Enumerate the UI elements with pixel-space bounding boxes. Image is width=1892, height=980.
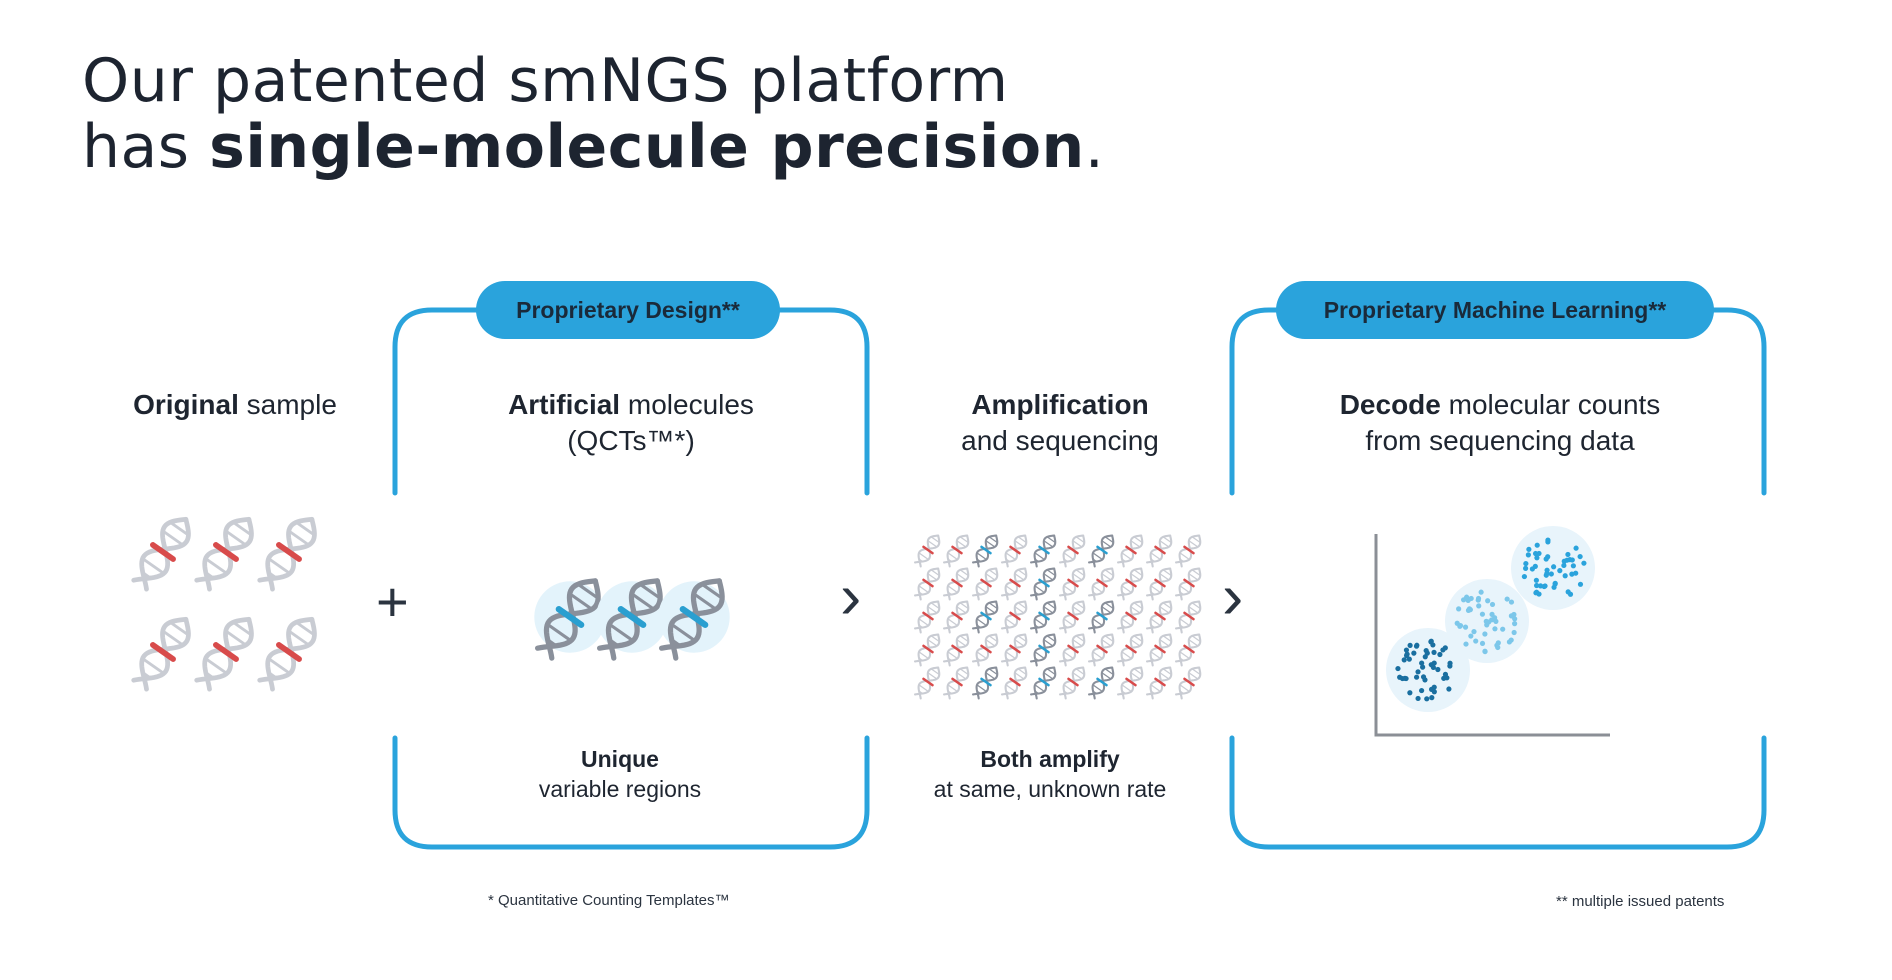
dna-icon bbox=[972, 666, 999, 700]
dna-icon bbox=[1088, 534, 1115, 568]
dna-icon bbox=[1117, 600, 1144, 634]
dna-icon bbox=[1088, 666, 1115, 700]
dna-icon bbox=[194, 516, 254, 592]
dna-icon bbox=[1146, 633, 1173, 667]
dna-icon bbox=[658, 578, 730, 661]
dna-icon bbox=[914, 600, 941, 634]
dna-icon bbox=[1030, 600, 1057, 634]
dna-icon bbox=[943, 534, 970, 568]
dna-icon bbox=[1146, 600, 1173, 634]
dna-icon bbox=[1059, 600, 1086, 634]
dna-icon bbox=[596, 578, 668, 661]
badge-proprietary-ml: Proprietary Machine Learning** bbox=[1276, 281, 1714, 339]
dna-icon bbox=[1030, 633, 1057, 667]
plus-icon: + bbox=[376, 570, 409, 633]
dna-icon bbox=[1001, 600, 1028, 634]
dna-icon bbox=[1117, 666, 1144, 700]
dna-icon bbox=[194, 616, 254, 692]
step-decode-label: Decode molecular counts from sequencing … bbox=[1339, 389, 1661, 456]
step-original-label: Original sample bbox=[133, 389, 337, 420]
dna-icon bbox=[943, 600, 970, 634]
dna-icon bbox=[1001, 633, 1028, 667]
title-line-1: Our patented smNGS platform bbox=[82, 46, 1009, 116]
dna-icon bbox=[1030, 567, 1057, 601]
dna-icon bbox=[1146, 534, 1173, 568]
ml-frame-top bbox=[1229, 307, 1283, 496]
dna-icon bbox=[1175, 666, 1202, 700]
dna-icon bbox=[943, 567, 970, 601]
dna-icon bbox=[1001, 567, 1028, 601]
dna-icon bbox=[1059, 633, 1086, 667]
scatter-plot-icon bbox=[1374, 526, 1610, 737]
badge-proprietary-design: Proprietary Design** bbox=[476, 281, 780, 339]
footnote-patents: ** multiple issued patents bbox=[1556, 893, 1725, 910]
design-frame-top bbox=[392, 307, 481, 496]
dna-icon bbox=[1175, 600, 1202, 634]
caption-amplify: Both amplify at same, unknown rate bbox=[933, 746, 1167, 802]
dna-icon bbox=[1117, 534, 1144, 568]
dna-icon bbox=[1088, 567, 1115, 601]
dna-icon bbox=[1059, 534, 1086, 568]
dna-icon bbox=[1059, 567, 1086, 601]
page-title: Our patented smNGS platform has single-m… bbox=[82, 48, 1104, 180]
dna-icon bbox=[972, 633, 999, 667]
title-emphasis: single-molecule precision bbox=[209, 112, 1085, 182]
dna-icon bbox=[943, 666, 970, 700]
dna-icon bbox=[972, 567, 999, 601]
dna-icon bbox=[914, 633, 941, 667]
dna-icon bbox=[972, 534, 999, 568]
dna-icon bbox=[131, 516, 191, 592]
dna-icon bbox=[914, 567, 941, 601]
dna-icon bbox=[914, 534, 941, 568]
dna-icon bbox=[1175, 534, 1202, 568]
dna-icon bbox=[131, 616, 191, 692]
dna-icon bbox=[534, 578, 606, 661]
dna-icon bbox=[1117, 633, 1144, 667]
design-frame-bottom bbox=[392, 735, 870, 850]
chevron-right-icon: › bbox=[840, 560, 862, 632]
dna-icon bbox=[1001, 534, 1028, 568]
dna-icon bbox=[1146, 567, 1173, 601]
dna-icon bbox=[257, 516, 317, 592]
dna-icon bbox=[1175, 567, 1202, 601]
dna-icon bbox=[1117, 567, 1144, 601]
dna-icon bbox=[257, 616, 317, 692]
dna-icon bbox=[1146, 666, 1173, 700]
chevron-right-icon: › bbox=[1222, 560, 1244, 632]
dna-icon bbox=[943, 633, 970, 667]
dna-icon bbox=[1059, 666, 1086, 700]
design-frame-top-right bbox=[775, 307, 870, 496]
dna-icon bbox=[914, 666, 941, 700]
caption-unique: Unique variable regions bbox=[538, 746, 702, 802]
dna-icon bbox=[1030, 534, 1057, 568]
ml-frame-top-right bbox=[1707, 307, 1767, 496]
dna-icon bbox=[1175, 633, 1202, 667]
step-artificial-label: Artificial molecules (QCTs™*) bbox=[508, 389, 754, 456]
dna-icon bbox=[1030, 666, 1057, 700]
dna-icon bbox=[1088, 633, 1115, 667]
dna-icon bbox=[1001, 666, 1028, 700]
footnote-qct: * Quantitative Counting Templates™ bbox=[488, 892, 730, 909]
dna-icon bbox=[972, 600, 999, 634]
title-line-2: has single-molecule precision. bbox=[82, 112, 1105, 182]
ml-frame-bottom bbox=[1229, 735, 1767, 850]
dna-icon bbox=[1088, 600, 1115, 634]
step-amplification-label: Amplification and sequencing bbox=[961, 389, 1159, 456]
